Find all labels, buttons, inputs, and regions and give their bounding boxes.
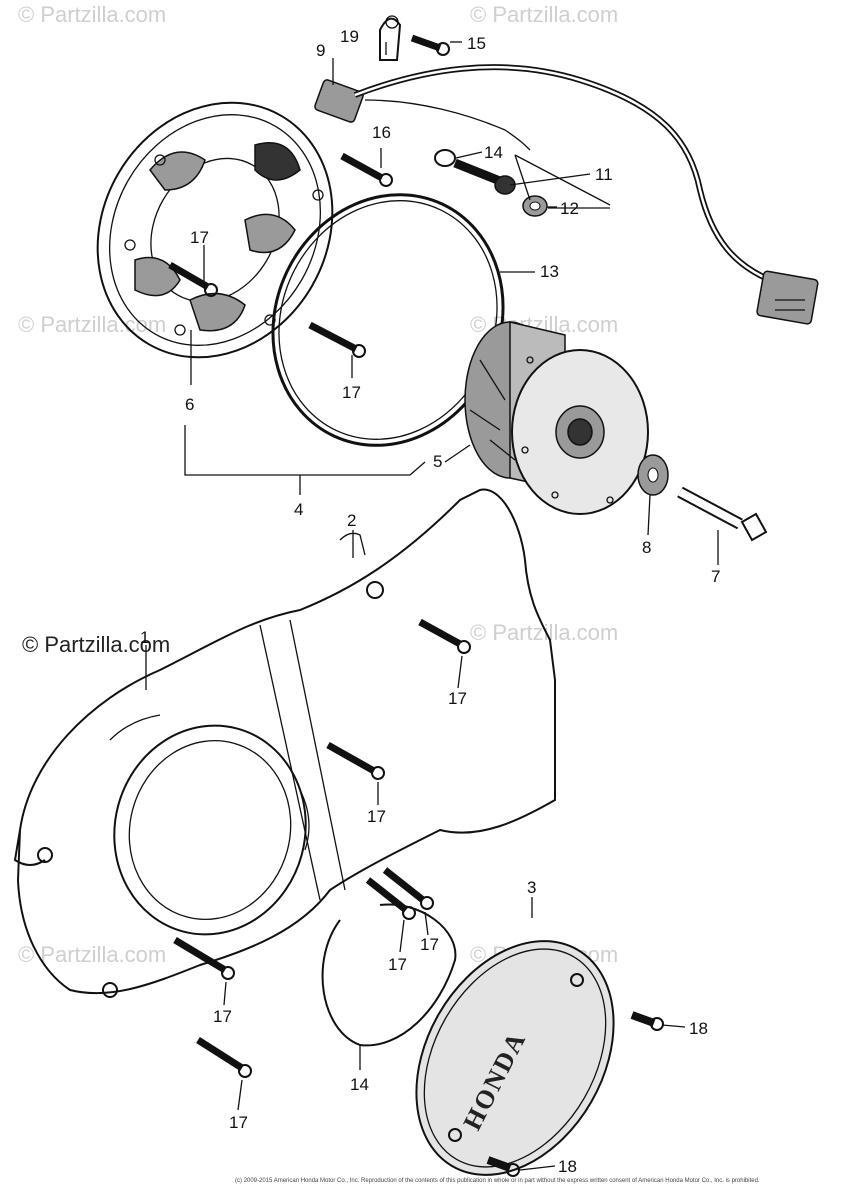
callout-4: 4 — [294, 500, 303, 519]
stator-screws — [168, 152, 393, 358]
screws-18 — [486, 1011, 664, 1177]
crankcase-cover — [13, 488, 556, 998]
callout-9: 9 — [316, 41, 325, 60]
watermark: © Partzilla.com — [18, 942, 166, 967]
wire-harness — [314, 15, 819, 325]
callout-17: 17 — [342, 383, 361, 402]
cover-screws — [173, 618, 471, 1078]
callout-18: 18 — [558, 1157, 577, 1176]
callout-6: 6 — [185, 395, 194, 414]
watermark: © Partzilla.com — [18, 2, 166, 27]
callout-5: 5 — [433, 452, 442, 471]
watermark: © Partzilla.com — [18, 312, 166, 337]
callout-12: 12 — [560, 199, 579, 218]
rotor — [464, 321, 649, 515]
callout-8: 8 — [642, 538, 651, 557]
cover-plate-3: HONDA — [415, 940, 615, 1176]
callout-7: 7 — [711, 567, 720, 586]
callout-17: 17 — [229, 1113, 248, 1132]
callout-17: 16 — [372, 123, 391, 142]
callout-3: 3 — [527, 878, 536, 897]
callout-1: 1 — [140, 628, 149, 647]
callout-17: 17 — [190, 228, 209, 247]
callouts: 9 19 15 16 14 11 12 17 13 17 6 5 4 2 8 7… — [140, 27, 720, 1176]
callout-13: 13 — [540, 262, 559, 281]
watermark: © Partzilla.com — [470, 2, 618, 27]
callout-16: 15 — [467, 34, 486, 53]
callout-2: 2 — [347, 511, 356, 530]
callout-17: 17 — [420, 935, 439, 954]
callout-11: 11 — [595, 165, 613, 184]
screw-16 — [410, 34, 450, 56]
stator-plate — [96, 101, 334, 359]
callout-17: 17 — [367, 807, 386, 826]
callout-17: 17 — [213, 1007, 232, 1026]
callout-19: 19 — [340, 27, 359, 46]
callout-17: 17 — [388, 955, 407, 974]
callout-14: 14 — [350, 1075, 369, 1094]
callout-15: 14 — [484, 143, 503, 162]
callout-17: 17 — [448, 689, 467, 708]
seal-pin-collar — [434, 149, 548, 217]
watermark-layer: © Partzilla.com © Partzilla.com © Partzi… — [18, 2, 618, 967]
washer-8 — [637, 454, 669, 496]
gasket-14 — [321, 903, 457, 1047]
callout-18: 18 — [689, 1019, 708, 1038]
watermark: © Partzilla.com — [470, 620, 618, 645]
bolt-7 — [677, 486, 768, 542]
copyright-line: (c) 2009-2015 American Honda Motor Co., … — [235, 1178, 760, 1184]
leader-lines — [145, 41, 719, 1171]
